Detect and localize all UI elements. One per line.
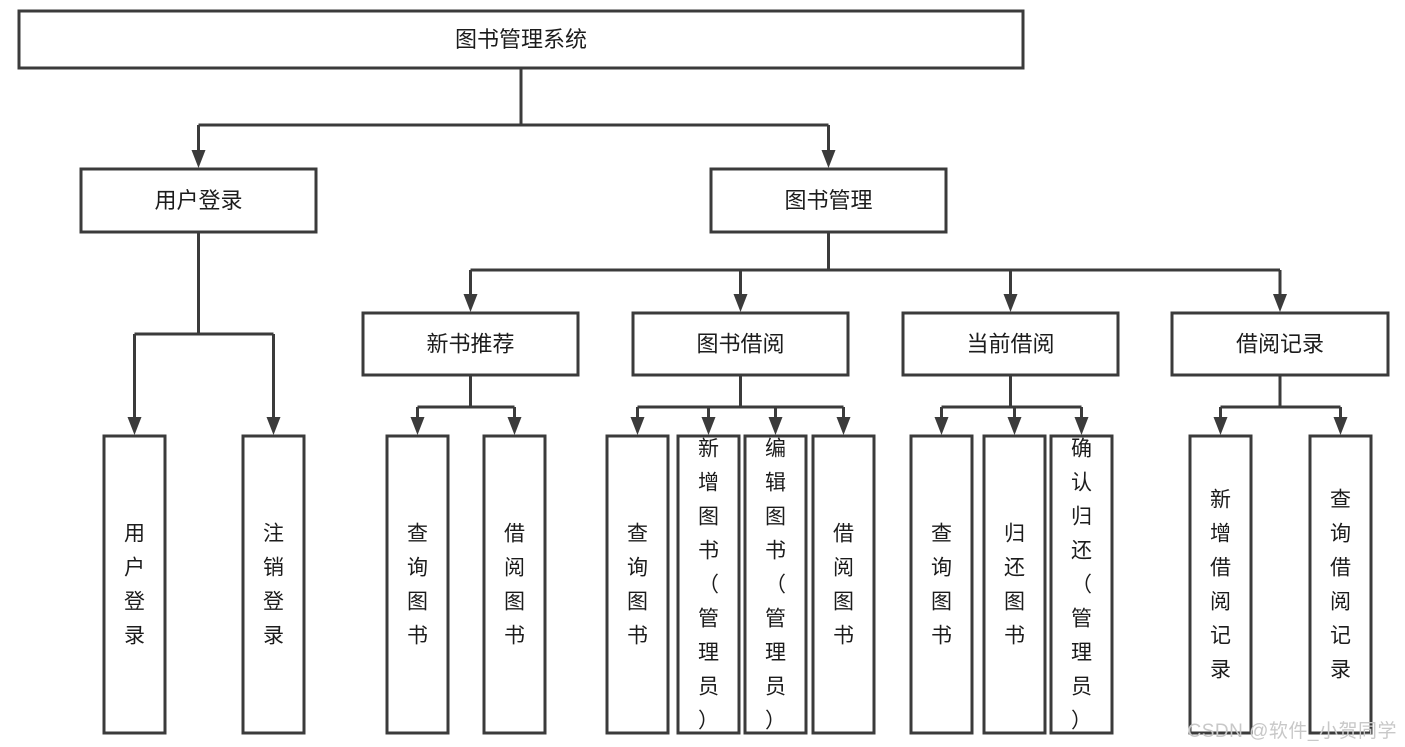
node-label: 图书借阅 — [696, 332, 784, 357]
node-box[interactable] — [811, 434, 876, 735]
node-label: 新增借阅记录 — [1210, 489, 1231, 682]
node-label: 编辑图书（管理员） — [765, 438, 786, 733]
leaf-leaf-borrow-book-rec[interactable]: 借阅图书 — [482, 434, 547, 735]
node-label: 确认归还（管理员） — [1071, 438, 1092, 733]
arrow-head-icon — [507, 417, 522, 435]
node-label: 归还图书 — [1004, 523, 1025, 648]
leaf-leaf-confirm-return-admin[interactable]: 确认归还（管理员） — [1049, 434, 1114, 735]
node-box[interactable] — [482, 434, 547, 735]
leaf-leaf-add-book-admin[interactable]: 新增图书（管理员） — [676, 434, 741, 735]
arrow-head-icon — [1273, 294, 1287, 312]
arrow-head-icon — [768, 417, 783, 435]
node-label: 查询借阅记录 — [1330, 489, 1351, 682]
node-borrow-record[interactable]: 借阅记录 — [1170, 311, 1390, 377]
leaf-leaf-borrow-book[interactable]: 借阅图书 — [811, 434, 876, 735]
node-label: 查询图书 — [627, 523, 648, 648]
node-current-borrow[interactable]: 当前借阅 — [901, 311, 1120, 377]
node-box[interactable] — [1308, 434, 1373, 735]
node-box[interactable] — [743, 434, 808, 735]
node-box[interactable] — [982, 434, 1047, 735]
node-box[interactable] — [901, 311, 1120, 377]
connector-layer — [127, 68, 1348, 435]
leaf-leaf-query-book[interactable]: 查询图书 — [605, 434, 670, 735]
arrow-head-icon — [821, 150, 836, 168]
arrow-head-icon — [836, 417, 851, 435]
node-new-book-rec[interactable]: 新书推荐 — [361, 311, 580, 377]
node-label: 图书管理系统 — [455, 27, 587, 52]
arrow-head-icon — [1007, 417, 1022, 435]
node-label: 图书管理 — [784, 188, 872, 213]
arrow-head-icon — [410, 417, 425, 435]
leaf-leaf-add-borrow-record[interactable]: 新增借阅记录 — [1188, 434, 1253, 735]
arrow-head-icon — [191, 150, 206, 168]
arrow-head-icon — [701, 417, 716, 435]
node-box[interactable] — [17, 9, 1025, 70]
node-layer: 图书管理系统用户登录图书管理新书推荐图书借阅当前借阅借阅记录用户登录注销登录查询… — [17, 9, 1390, 735]
arrow-head-icon — [1333, 417, 1348, 435]
node-label: 新书推荐 — [426, 332, 514, 357]
node-book-manage[interactable]: 图书管理 — [709, 167, 948, 234]
arrow-head-icon — [630, 417, 645, 435]
node-box[interactable] — [605, 434, 670, 735]
node-box[interactable] — [709, 167, 948, 234]
arrow-head-icon — [934, 417, 949, 435]
leaf-leaf-logout-login[interactable]: 注销登录 — [241, 434, 306, 735]
arrow-head-icon — [1074, 417, 1089, 435]
arrow-head-icon — [1003, 294, 1018, 312]
leaf-leaf-query-book-cur[interactable]: 查询图书 — [909, 434, 974, 735]
node-box[interactable] — [241, 434, 306, 735]
arrow-head-icon — [127, 417, 142, 435]
node-label: 用户登录 — [154, 188, 242, 213]
node-label: 借阅记录 — [1236, 332, 1324, 357]
node-box[interactable] — [102, 434, 167, 735]
leaf-leaf-user-login[interactable]: 用户登录 — [102, 434, 167, 735]
arrow-head-icon — [733, 294, 748, 312]
leaf-leaf-return-book[interactable]: 归还图书 — [982, 434, 1047, 735]
node-label: 借阅图书 — [504, 523, 525, 648]
leaf-leaf-query-book-rec[interactable]: 查询图书 — [385, 434, 450, 735]
watermark-label: CSDN @软件_小贺同学 — [1187, 721, 1397, 742]
node-box[interactable] — [676, 434, 741, 735]
node-box[interactable] — [1049, 434, 1114, 735]
arrow-head-icon — [1213, 417, 1228, 435]
node-label: 新增图书（管理员） — [698, 438, 719, 733]
node-box[interactable] — [1188, 434, 1253, 735]
node-box[interactable] — [631, 311, 850, 377]
node-user-login[interactable]: 用户登录 — [79, 167, 318, 234]
node-box[interactable] — [909, 434, 974, 735]
node-root-system[interactable]: 图书管理系统 — [17, 9, 1025, 70]
arrow-head-icon — [266, 417, 281, 435]
node-label: 查询图书 — [931, 523, 952, 648]
node-box[interactable] — [361, 311, 580, 377]
arrow-head-icon — [463, 294, 478, 312]
node-label: 当前借阅 — [966, 332, 1054, 357]
node-book-borrow[interactable]: 图书借阅 — [631, 311, 850, 377]
node-label: 借阅图书 — [833, 523, 854, 648]
node-label: 注销登录 — [263, 523, 284, 648]
node-box[interactable] — [1170, 311, 1390, 377]
leaf-leaf-edit-book-admin[interactable]: 编辑图书（管理员） — [743, 434, 808, 735]
node-label: 用户登录 — [124, 523, 145, 648]
node-box[interactable] — [79, 167, 318, 234]
leaf-leaf-query-borrow-record[interactable]: 查询借阅记录 — [1308, 434, 1373, 735]
node-label: 查询图书 — [407, 523, 428, 648]
node-box[interactable] — [385, 434, 450, 735]
